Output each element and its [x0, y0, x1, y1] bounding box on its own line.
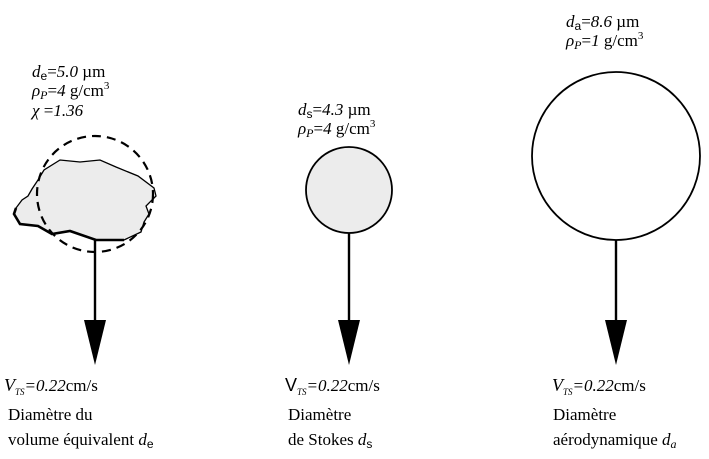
- subscript: P: [574, 38, 582, 52]
- symbol: d: [357, 430, 367, 449]
- velocity-arrow-head-1: [84, 320, 106, 365]
- equals: =: [581, 12, 591, 31]
- subscript: a: [670, 437, 677, 451]
- unit: cm/s: [613, 376, 646, 395]
- subscript: P: [40, 88, 48, 102]
- symbol: d: [138, 430, 147, 449]
- symbol: ρ: [298, 119, 307, 138]
- subscript: a: [574, 19, 582, 33]
- caption-volume-equivalent: Diamètre du volume équivalent de: [8, 402, 154, 454]
- value: 4: [323, 119, 332, 138]
- equals: =: [47, 62, 57, 81]
- irregular-particle-shadow: [12, 207, 124, 242]
- value: 1.36: [53, 101, 84, 120]
- equals: =: [47, 81, 58, 100]
- subscript: TS: [15, 387, 25, 397]
- value: 4: [57, 81, 66, 100]
- caption-aerodynamic: Diamètre aérodynamique da: [553, 402, 677, 454]
- unit: g/cm: [65, 81, 104, 100]
- stokes-sphere: [305, 146, 393, 234]
- symbol: d: [662, 430, 671, 449]
- caption-line: Diamètre du: [8, 405, 93, 424]
- unit-exponent: 3: [369, 118, 376, 130]
- subscript: TS: [297, 387, 307, 397]
- equals: =: [312, 100, 323, 119]
- velocity-arrow-head-2: [338, 320, 360, 365]
- caption-line: volume équivalent de: [8, 427, 154, 454]
- caption-line: Diamètre: [553, 405, 617, 424]
- param-diameter-equivalent: de=5.0 µm: [32, 62, 105, 83]
- subscript: P: [306, 126, 314, 140]
- caption-line: de Stokes ds: [288, 427, 372, 454]
- param-density-2: ρP=4 g/cm3: [298, 118, 376, 141]
- value: 8.6: [590, 12, 613, 31]
- irregular-particle-shape: [13, 159, 157, 241]
- caption-text: de Stokes: [288, 430, 358, 449]
- subscript: s: [306, 107, 313, 121]
- subscript: e: [146, 437, 154, 451]
- unit: µm: [612, 12, 640, 31]
- unit-exponent: 3: [637, 30, 644, 42]
- value: 5.0: [56, 62, 79, 81]
- velocity-arrow-head-3: [605, 320, 627, 365]
- unit-exponent: 3: [103, 80, 110, 92]
- symbol: V: [4, 375, 15, 395]
- equals: =: [313, 119, 324, 138]
- symbol: d: [566, 12, 575, 31]
- aerodynamic-sphere: [531, 71, 701, 241]
- value: 1: [591, 31, 600, 50]
- symbol: V: [285, 375, 298, 395]
- param-diameter-stokes: ds=4.3 µm: [298, 100, 371, 121]
- equals: =: [572, 376, 584, 395]
- unit: g/cm: [599, 31, 638, 50]
- symbol: ρ: [32, 81, 41, 100]
- unit: µm: [78, 62, 106, 81]
- param-density-3: ρP=1 g/cm3: [566, 30, 644, 53]
- equals: =: [306, 376, 319, 395]
- param-density-1: ρP=4 g/cm3: [32, 80, 110, 103]
- equals: =: [581, 31, 592, 50]
- equals: =: [24, 376, 36, 395]
- caption-line: Diamètre: [288, 405, 352, 424]
- unit: cm/s: [65, 376, 98, 395]
- value: 4.3: [322, 100, 344, 119]
- caption-stokes: Diamètre de Stokes ds: [288, 402, 372, 454]
- value: 0.22: [36, 376, 66, 395]
- caption-text: aérodynamique: [553, 430, 663, 449]
- caption-text: volume équivalent: [8, 430, 139, 449]
- value: 0.22: [318, 376, 348, 395]
- unit: µm: [343, 100, 371, 119]
- unit: g/cm: [331, 119, 370, 138]
- value: 0.22: [584, 376, 614, 395]
- symbol: d: [32, 62, 41, 81]
- symbol: V: [552, 375, 563, 395]
- equals: =: [39, 101, 54, 120]
- subscript: e: [40, 69, 48, 83]
- symbol: d: [298, 100, 307, 119]
- settling-velocity-3: VTS=0.22cm/s: [552, 376, 646, 398]
- settling-velocity-2: VTS=0.22cm/s: [285, 376, 380, 398]
- symbol: χ: [32, 101, 40, 120]
- symbol: ρ: [566, 31, 575, 50]
- settling-velocity-1: VTS=0.22cm/s: [4, 376, 98, 398]
- unit: cm/s: [347, 376, 380, 395]
- param-diameter-aerodynamic: da=8.6 µm: [566, 12, 639, 33]
- caption-line: aérodynamique da: [553, 427, 677, 454]
- subscript: TS: [563, 387, 573, 397]
- subscript: s: [366, 437, 373, 451]
- param-shape-factor: χ =1.36: [32, 101, 83, 120]
